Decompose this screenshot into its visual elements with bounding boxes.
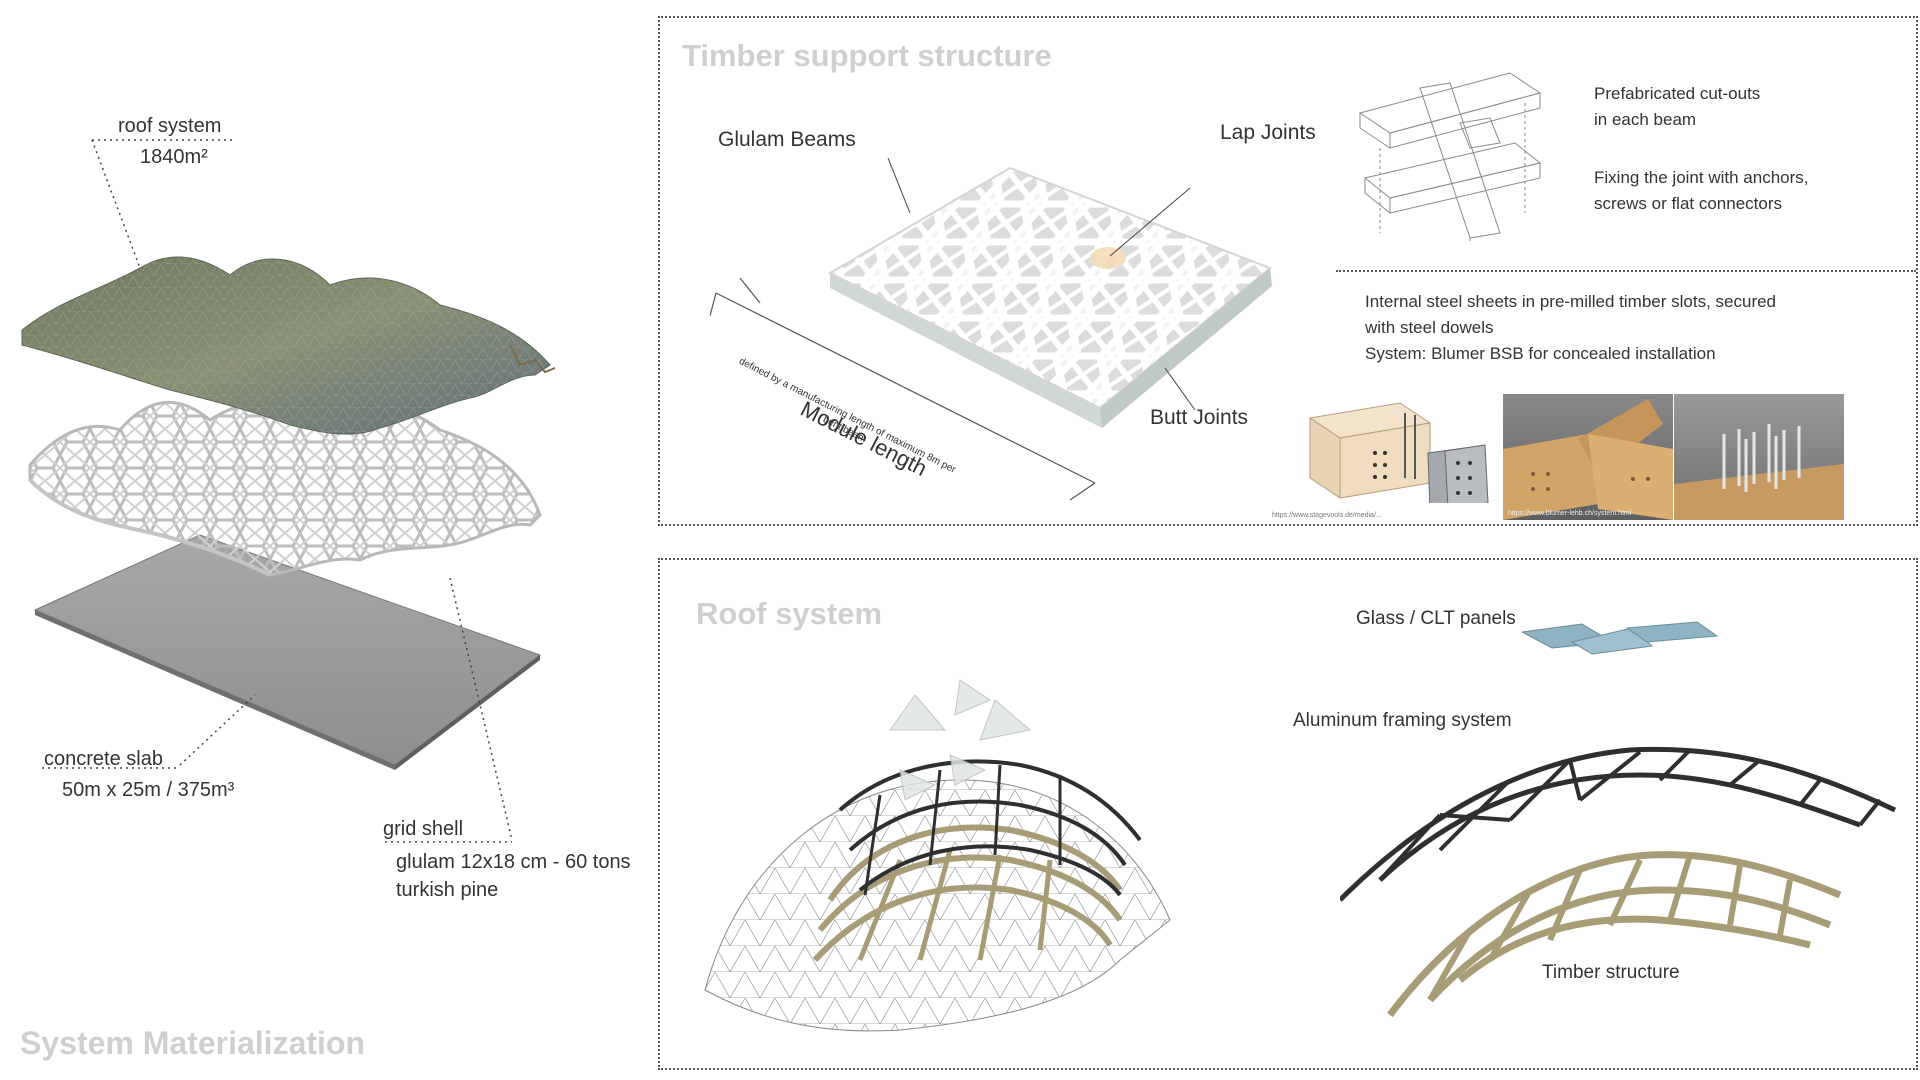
timber-support-heading: Timber support structure: [682, 38, 1052, 73]
glass-clt-panels-drawing: [1522, 621, 1719, 655]
butt-joints-label: Butt Joints: [1150, 406, 1249, 429]
timber-joint-photo-drawing: [1503, 399, 1673, 520]
roof-system-heading: Roof system: [696, 596, 883, 631]
note-fixing-line-1: Fixing the joint with anchors,: [1594, 168, 1809, 187]
roof-surface-shape: [21, 256, 556, 435]
steel-connector-image: [1308, 402, 1489, 503]
steel-dowels-photo: [1674, 394, 1844, 520]
exploded-axonometric: roof system 1840m² concrete slab 50m x 2…: [0, 0, 660, 1080]
grid-shell-label: grid shell: [383, 818, 464, 840]
roof-system-panel: Roof system Glass / CLT panels Aluminum …: [658, 558, 1918, 1070]
steel-dowels-photo-drawing: [1674, 424, 1844, 520]
inner-divider: [1336, 270, 1916, 272]
lap-joint-detail-drawing: [1358, 72, 1542, 241]
note-prefab-line-2: in each beam: [1594, 110, 1697, 129]
timber-support-panel: Timber support structure Glulam Beams La…: [658, 16, 1918, 526]
roof-system-area: 1840m²: [140, 146, 208, 168]
layered-dome-drawing: [704, 679, 1171, 1032]
image-source-url-1: https://www.stagevools.de/media/...: [1272, 512, 1382, 519]
timber-joint-photo: [1503, 394, 1673, 520]
exploded-axonometric-drawing: [21, 139, 556, 843]
note-steel-line-3: System: Blumer BSB for concealed install…: [1365, 344, 1716, 363]
note-steel-line-2: with steel dowels: [1365, 318, 1494, 337]
glulam-beams-label: Glulam Beams: [718, 128, 856, 151]
roof-layer-separation-drawing: [1340, 746, 1897, 1018]
note-prefab-line-1: Prefabricated cut-outs: [1594, 84, 1761, 103]
note-steel-line-1: Internal steel sheets in pre-milled timb…: [1365, 292, 1777, 311]
lattice-module-drawing: [710, 157, 1272, 501]
grid-shell-shape: [28, 400, 542, 577]
lap-joints-label: Lap Joints: [1220, 121, 1316, 144]
system-materialization-title: System Materialization: [20, 1025, 365, 1061]
grid-shell-spec: glulam 12x18 cm - 60 tons: [396, 851, 631, 873]
glass-clt-label: Glass / CLT panels: [1356, 608, 1516, 629]
roof-system-label: roof system: [118, 115, 222, 137]
concrete-slab-label: concrete slab: [44, 748, 163, 770]
concrete-slab-dimensions: 50m x 25m / 375m³: [62, 779, 235, 801]
aluminum-framing-label: Aluminum framing system: [1293, 710, 1512, 731]
note-fixing-line-2: screws or flat connectors: [1594, 194, 1783, 213]
image-source-url-2: https://www.blumer-lehb.ch/system.html: [1508, 510, 1632, 517]
grid-shell-material: turkish pine: [396, 879, 499, 901]
timber-structure-label: Timber structure: [1542, 962, 1680, 983]
